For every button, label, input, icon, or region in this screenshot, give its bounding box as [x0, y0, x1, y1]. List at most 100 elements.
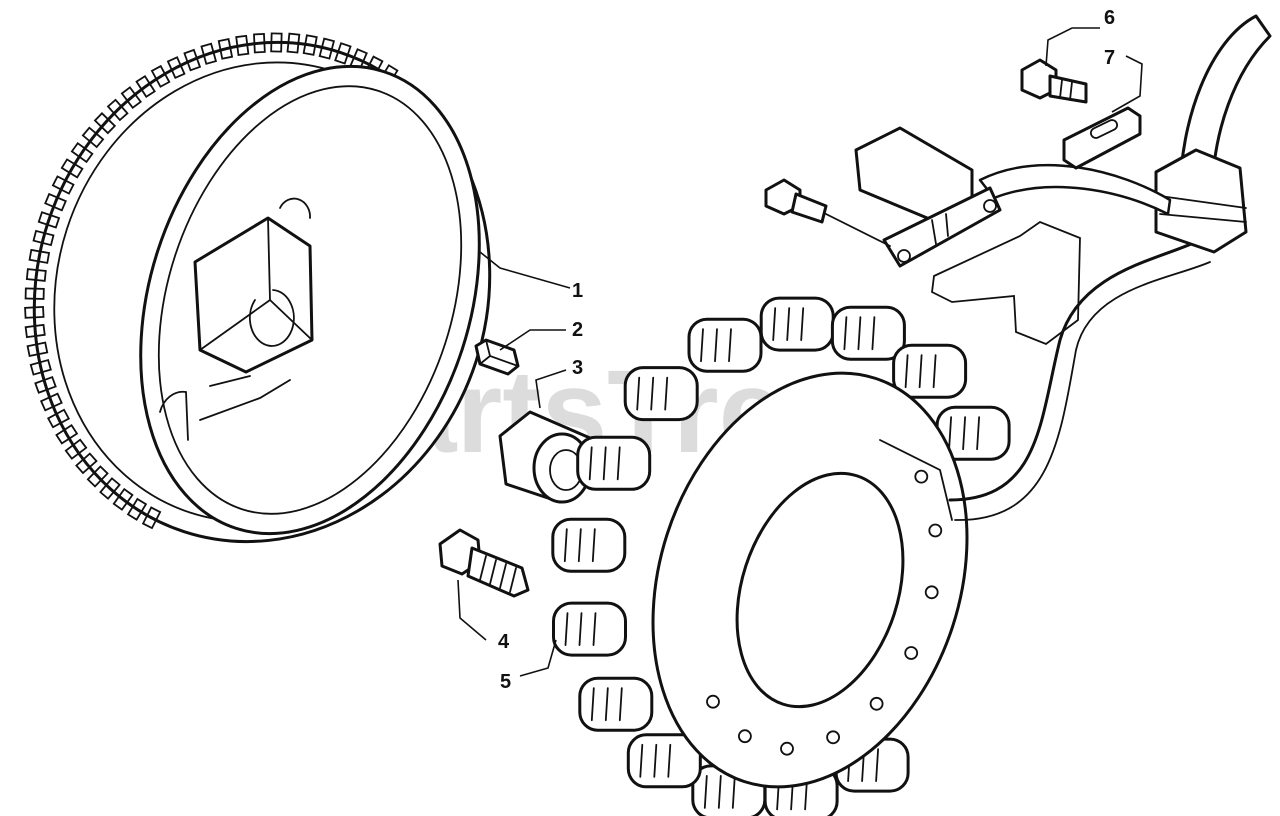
callout-5: 5 [500, 671, 511, 693]
stator-pole [576, 435, 652, 491]
stator-winding-line [602, 446, 607, 481]
flywheel-tooth [120, 86, 142, 110]
flywheel-tooth [166, 56, 186, 80]
flywheel-tooth [286, 32, 301, 54]
stator-winding-line [976, 416, 980, 451]
woodruff-key-part-2[interactable] [474, 338, 520, 376]
stator-winding-line [639, 743, 644, 778]
flywheel-tooth [318, 37, 335, 60]
callout-2: 2 [572, 319, 583, 341]
stator-winding-line [962, 416, 966, 451]
flywheel-tooth [64, 438, 88, 460]
flywheel-tooth [150, 64, 171, 88]
stator-bolt-hole [869, 696, 884, 711]
stator-pole [626, 733, 702, 789]
stator-bolt-hole [928, 523, 943, 538]
flywheel-tooth [106, 98, 129, 122]
stator-pole [552, 601, 627, 657]
flywheel-tooth [24, 287, 45, 300]
stator-winding-line [932, 354, 937, 389]
stator-winding-line [590, 687, 595, 722]
stator-bolt-hole [738, 729, 752, 744]
stator-bolt-hole [780, 741, 794, 756]
flywheel-tooth [26, 341, 49, 358]
callout-6: 6 [1104, 7, 1115, 29]
flywheel-tooth [39, 392, 63, 412]
stator-winding-line [604, 687, 609, 722]
flywheel-tooth [126, 497, 148, 521]
flywheel-tooth [112, 487, 134, 511]
small-bolt-part-6[interactable] [1020, 58, 1088, 104]
stator-winding-line [591, 528, 596, 563]
flywheel-tooth [29, 358, 52, 376]
flywheel-tooth [81, 126, 105, 149]
flywheel-tooth [34, 375, 57, 394]
stator-winding-line [786, 307, 791, 342]
stator-winding-line [948, 416, 952, 451]
stator-pole [892, 343, 968, 399]
callout-labels: 1 2 3 4 5 6 7 [498, 7, 1115, 693]
stator-winding-line [616, 446, 621, 481]
stator-bolt-hole [904, 646, 919, 660]
flywheel-tooth [183, 48, 202, 72]
leader-lines [457, 27, 1143, 677]
flywheel-tooth [99, 477, 121, 500]
stator-pole [551, 517, 627, 573]
stator-winding-line [871, 316, 876, 351]
flywheel-tooth [200, 42, 218, 65]
flywheel-tooth [37, 211, 61, 229]
stator-winding-line [588, 446, 593, 481]
stator-bolt-hole [826, 730, 840, 745]
stator-pole [578, 676, 654, 732]
flywheel-tooth [46, 408, 71, 429]
stator-winding-line [728, 328, 732, 363]
stator-pole [830, 305, 906, 361]
stator-winding-line [918, 354, 923, 389]
stator-winding-line [653, 743, 658, 778]
flywheel-tooth [135, 74, 156, 99]
stator-winding-line [563, 528, 568, 563]
bolt-part-4[interactable] [438, 528, 530, 598]
stator-winding-line [843, 316, 848, 351]
callout-1: 1 [572, 280, 583, 302]
flywheel-tooth [51, 175, 75, 195]
stator-winding-line [717, 775, 722, 809]
stator-winding-line [875, 748, 879, 782]
callout-7: 7 [1104, 47, 1115, 69]
flywheel-tooth [86, 465, 109, 488]
stator-winding-line [664, 376, 669, 411]
flywheel-part-1[interactable] [0, 0, 554, 601]
flywheel-tooth [270, 32, 283, 53]
flywheel-tooth [28, 248, 51, 264]
stator-winding-line [667, 743, 672, 778]
callout-4: 4 [498, 631, 510, 653]
stator-part-5[interactable] [551, 296, 1018, 816]
callout-3: 3 [572, 357, 583, 379]
flywheel-tooth [25, 268, 47, 282]
stator-winding-line [636, 376, 641, 411]
flywheel-tooth [141, 506, 162, 530]
stator-bolt-holes [706, 469, 943, 756]
stator-winding-line [731, 775, 736, 809]
stator-winding-line [772, 307, 777, 342]
plate-part-7[interactable] [1062, 106, 1142, 170]
stator-winding-line [618, 687, 623, 722]
stator-winding-line [857, 316, 862, 351]
flywheel-tooth [32, 229, 55, 247]
wire-harness [948, 14, 1272, 521]
flywheel-tooth [217, 38, 234, 60]
pulser-coil-assembly[interactable] [764, 126, 1081, 346]
flywheel-tooth [93, 112, 117, 135]
stator-winding-line [714, 328, 718, 363]
stator-pole [759, 296, 835, 352]
collar-part-3[interactable] [498, 410, 596, 504]
stator-bolt-hole [914, 469, 929, 484]
stator-winding-line [592, 612, 597, 646]
flywheel-tooth [60, 158, 84, 179]
stator-bolt-hole [706, 694, 720, 709]
stator-winding-line [564, 612, 569, 646]
flywheel-tooth [55, 423, 79, 445]
stator-winding-line [904, 354, 909, 389]
stator-pole [687, 317, 763, 373]
